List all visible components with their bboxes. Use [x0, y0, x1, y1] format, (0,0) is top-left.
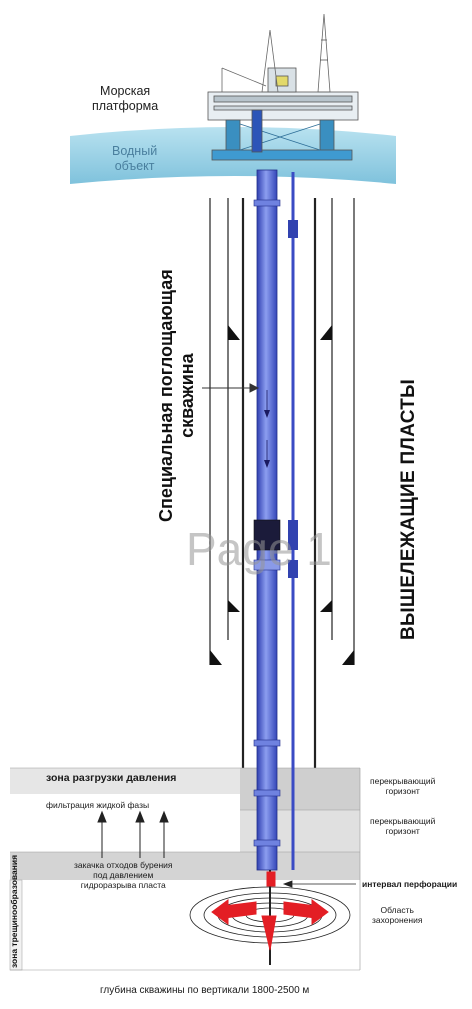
- pressure-relief-zone-label: зона разгрузки давления: [46, 772, 177, 784]
- water-body-label: Водный объект: [112, 144, 158, 173]
- injection-arrows: [211, 871, 329, 951]
- leader-lines: [282, 880, 356, 888]
- casing-shoes: [210, 325, 354, 665]
- injection-label: закачка отходов бурения под давлением ги…: [74, 860, 173, 890]
- overlapping-horizon-label-1: перекрывающий горизонт: [370, 776, 436, 796]
- burial-area-label: Область захоронения: [372, 905, 423, 925]
- well-pointer: [202, 383, 260, 393]
- filtration-arrows: [97, 810, 169, 858]
- fracture-zone-label: зона трещинообразования: [9, 854, 19, 968]
- well-title: Специальная поглощающая скважина: [156, 269, 197, 522]
- overlying-strata-label: ВЫШЕЛЕЖАЩИЕ ПЛАСТЫ: [398, 378, 419, 640]
- perforation-interval-label: интервал перфорации: [362, 879, 458, 889]
- depth-note: глубина скважины по вертикали 1800-2500 …: [100, 985, 310, 996]
- overlapping-horizon-label-2: перекрывающий горизонт: [370, 816, 436, 836]
- offshore-platform: [207, 13, 359, 161]
- well-casings: [209, 198, 355, 770]
- liquid-filtration-label: фильтрация жидкой фазы: [46, 800, 150, 810]
- platform-label: Морская платформа: [92, 84, 159, 113]
- tubing-string: [253, 169, 281, 871]
- page-watermark: Page 1: [186, 523, 332, 575]
- annulus-markers: [288, 220, 298, 578]
